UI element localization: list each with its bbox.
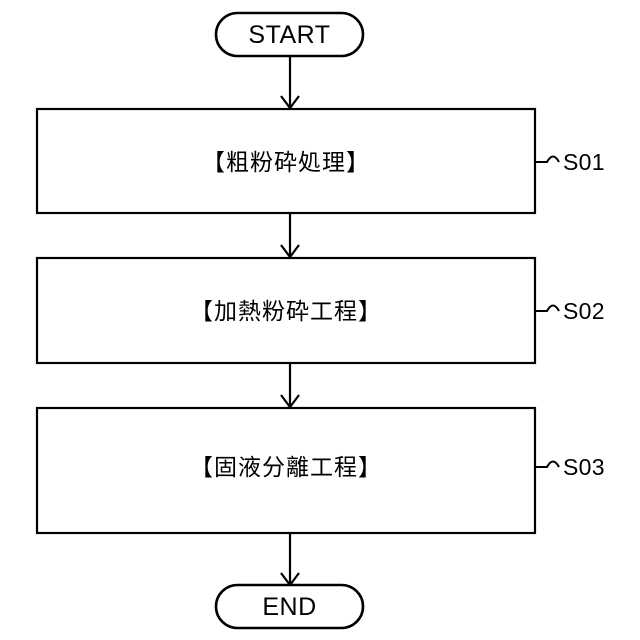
end-terminator: END bbox=[214, 583, 365, 630]
step2-label: 【加熱粉砕工程】 bbox=[190, 299, 382, 325]
process-box-step2: 【加熱粉砕工程】 bbox=[35, 256, 537, 365]
start-terminator: START bbox=[214, 11, 365, 58]
step-ref-s01: S01 bbox=[535, 149, 605, 175]
end-shape bbox=[214, 583, 365, 630]
squiggle-connector-icon bbox=[535, 155, 560, 163]
arrow-start-to-step1 bbox=[280, 56, 300, 110]
step1-ref-label: S01 bbox=[563, 149, 605, 175]
arrow-step1-to-step2 bbox=[280, 213, 300, 259]
step3-label: 【固液分離工程】 bbox=[190, 455, 382, 481]
process-box-step1: 【粗粉砕処理】 bbox=[35, 107, 537, 215]
step3-ref-label: S03 bbox=[563, 454, 605, 480]
step1-label: 【粗粉砕処理】 bbox=[202, 150, 370, 176]
step2-ref-label: S02 bbox=[563, 298, 605, 324]
step-ref-s03: S03 bbox=[535, 454, 605, 480]
squiggle-connector-icon bbox=[535, 460, 560, 468]
arrow-step2-to-step3 bbox=[280, 363, 300, 409]
step1-shape bbox=[35, 107, 537, 215]
step2-shape bbox=[35, 256, 537, 365]
step3-shape bbox=[35, 406, 537, 535]
start-label: START bbox=[248, 21, 330, 49]
step-ref-s02: S02 bbox=[535, 298, 605, 324]
end-label: END bbox=[262, 593, 316, 621]
arrow-step3-to-end bbox=[280, 533, 300, 587]
squiggle-connector-icon bbox=[535, 304, 560, 312]
process-box-step3: 【固液分離工程】 bbox=[35, 406, 537, 535]
